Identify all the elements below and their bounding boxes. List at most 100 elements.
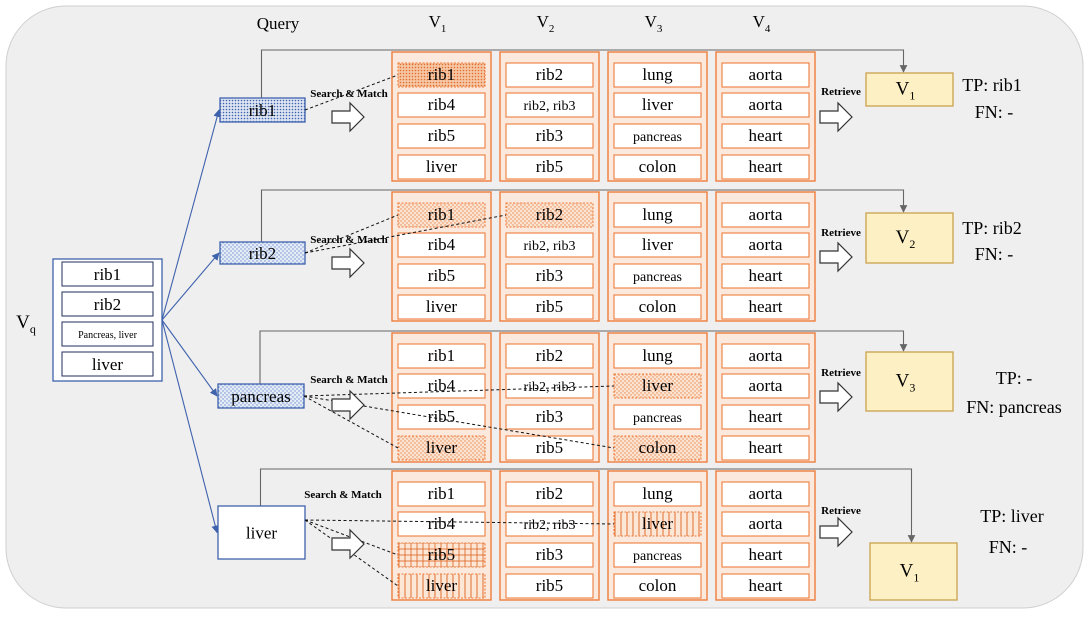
database-cell [613,294,702,320]
database-cell [613,154,702,180]
database-cell-label: heart [749,297,783,316]
query-to-result-path [259,468,916,543]
search-arrow-icon [331,528,365,560]
database-cell [721,435,810,461]
database-cell-label: lung [642,484,673,503]
database-cell [613,404,702,430]
database-cell-label: heart [749,407,783,426]
database-cell-label: aorta [749,235,783,254]
query-box [219,97,306,123]
search-match-label: Search & Match [310,374,387,386]
match-line [304,214,507,254]
database-cell [613,435,702,461]
database-cell-label: pancreas [633,130,682,145]
database-cell-label: aorta [749,514,783,533]
database-cell-label: heart [749,126,783,145]
database-cell [721,343,810,369]
retrieve-arrow-icon [819,516,853,548]
false-negative-label: FN: - [975,244,1014,264]
database-cell [721,511,810,537]
database-cell [505,481,594,507]
database-cell [505,573,594,599]
database-cell [505,511,594,537]
vq-item-label: liver [92,355,123,374]
query-box [217,383,305,409]
vq-item-label: rib2 [94,295,121,314]
database-cell-label: liver [642,514,673,533]
database-cell [397,373,486,399]
vq-to-query-arrow [161,319,219,534]
database-cell [613,263,702,289]
search-match-label: Search & Match [310,88,387,100]
result-box-label: V1 [896,79,916,103]
result-box-label: V2 [896,227,916,251]
database-cell [721,123,810,149]
database-cell [505,294,594,320]
database-cell-label: heart [749,545,783,564]
vq-item-box [61,321,154,347]
result-box-label: V3 [896,371,916,395]
database-cell-label: rib5 [536,157,563,176]
database-cell [505,263,594,289]
database-cell-label: rib5 [536,576,563,595]
database-cell [721,373,810,399]
database-cell-label: heart [749,576,783,595]
database-cell-label: rib5 [428,266,455,285]
database-cell [397,404,486,430]
database-cell [613,123,702,149]
search-arrow-icon [331,101,365,133]
database-cell-label: rib1 [428,205,455,224]
database-cell [505,435,594,461]
database-cell-label: colon [639,438,677,457]
database-cell-label: pancreas [633,270,682,285]
database-cell-label: rib2, rib3 [523,518,575,533]
match-line [303,385,615,397]
match-line [304,214,399,254]
database-cell-label: rib3 [536,266,563,285]
database-cell [721,542,810,568]
retrieve-arrow-icon [819,101,853,133]
database-cell [613,92,702,118]
result-box [869,542,958,601]
database-cell-label: liver [642,95,673,114]
database-cell [397,343,486,369]
search-arrow-icon [331,247,365,279]
database-cell-label: liver [426,157,457,176]
database-cell [397,435,486,461]
database-cell-label: rib5 [536,438,563,457]
database-cell-label: rib1 [428,65,455,84]
database-cell [397,573,486,599]
database-cell [613,202,702,228]
false-negative-label: FN: pancreas [966,397,1061,417]
database-cell-label: colon [639,576,677,595]
database-cell-label: rib2 [536,346,563,365]
database-cell-label: rib2, rib3 [523,380,575,395]
database-cell [613,232,702,258]
database-cell-label: rib5 [428,407,455,426]
database-cell [613,481,702,507]
column-header-v3: V3 [645,12,663,35]
database-cell-label: rib4 [428,235,456,254]
search-arrow-icon [331,389,365,421]
database-cell-label: liver [642,235,673,254]
database-cell-label: lung [642,205,673,224]
database-cell-label: rib5 [428,545,455,564]
query-box-label: pancreas [231,387,290,406]
result-box [865,72,954,107]
database-cell-label: liver [426,576,457,595]
database-cell-label: rib2, rib3 [523,99,575,114]
result-box [865,212,954,264]
database-cell-label: rib4 [428,376,456,395]
database-cell [505,154,594,180]
database-cell [721,92,810,118]
database-cell [505,404,594,430]
search-match-label: Search & Match [310,234,387,246]
database-cell [397,92,486,118]
retrieve-label: Retrieve [821,227,861,239]
false-negative-label: FN: - [975,102,1014,122]
database-cell-label: aorta [749,484,783,503]
database-cell [613,373,702,399]
database-cell-label: rib5 [428,126,455,145]
database-cell-label: rib3 [536,545,563,564]
